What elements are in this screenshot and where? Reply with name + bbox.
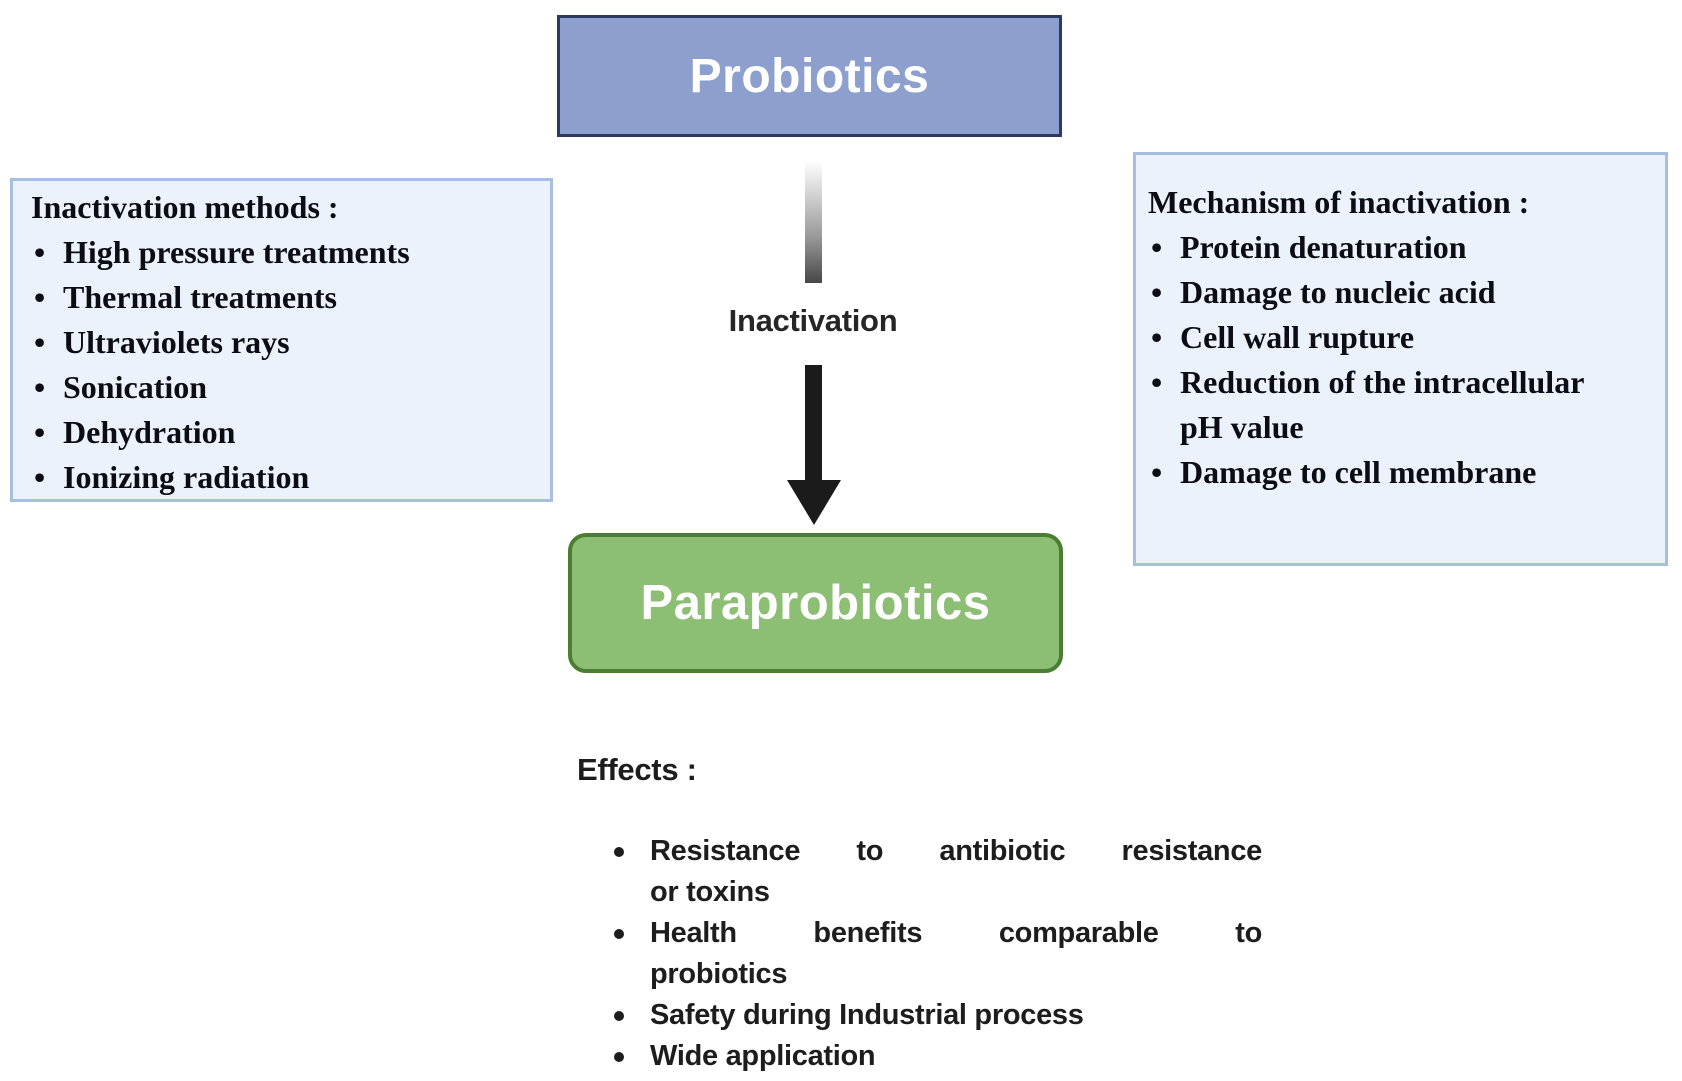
item-label: or toxins [650, 876, 770, 908]
item-label: Ionizing radiation [63, 459, 310, 495]
bullet-icon: • [1151, 454, 1163, 490]
list-item: Resistance to antibiotic resistance or t… [612, 831, 1262, 913]
list-item: • Ultraviolets rays [31, 320, 542, 365]
list-item: • Dehydration [31, 410, 542, 455]
bullet-icon: • [1151, 319, 1163, 355]
inactivation-label: Inactivation [728, 303, 898, 338]
item-label: Safety during Industrial process [650, 999, 1084, 1031]
bullet-icon [612, 831, 650, 913]
item-label: Wide application [650, 1040, 876, 1072]
item-label: Ultraviolets rays [63, 324, 290, 360]
effects-title: Effects : [577, 752, 697, 787]
item-label: Sonication [63, 369, 208, 405]
bullet-icon: • [34, 459, 46, 495]
paraprobiotics-label: Paraprobiotics [640, 576, 991, 630]
list-item: • Damage to cell membrane [1148, 450, 1657, 495]
item-label: Damage to nucleic acid [1180, 274, 1496, 310]
bullet-icon [612, 995, 650, 1036]
mechanism-panel: Mechanism of inactivation : • Protein de… [1133, 152, 1668, 566]
bullet-icon [612, 913, 650, 995]
item-label: Reduction of the intracellular [1180, 364, 1585, 400]
item-label: pH value [1180, 409, 1304, 445]
inactivation-methods-panel: Inactivation methods : • High pressure t… [10, 178, 553, 502]
bullet-icon: • [1151, 274, 1163, 310]
list-item: • Protein denaturation [1148, 225, 1657, 270]
list-item: • Thermal treatments [31, 275, 542, 320]
probiotics-box: Probiotics [557, 15, 1062, 137]
list-item: • High pressure treatments [31, 230, 542, 275]
list-item: • Ionizing radiation [31, 455, 542, 500]
bullet-icon: • [1151, 364, 1163, 400]
bullet-icon: • [1151, 229, 1163, 265]
list-item: • Reduction of the intracellular pH valu… [1148, 360, 1657, 450]
panel-title: Mechanism of inactivation : [1148, 184, 1530, 220]
item-label: probiotics [650, 958, 788, 990]
bullet-icon [612, 1036, 650, 1077]
item-label: Damage to cell membrane [1180, 454, 1537, 490]
bullet-icon: • [34, 414, 46, 450]
list-item: Health benefits comparable to probiotics [612, 913, 1262, 995]
list-item: • Damage to nucleic acid [1148, 270, 1657, 315]
bullet-icon: • [34, 279, 46, 315]
arrow-down-icon [787, 480, 841, 525]
panel-title: Inactivation methods : [31, 189, 339, 225]
bullet-icon: • [34, 324, 46, 360]
item-label: Cell wall rupture [1180, 319, 1415, 355]
arrow-shaft [805, 365, 822, 482]
item-label: Thermal treatments [63, 279, 337, 315]
effects-list: Resistance to antibiotic resistance or t… [612, 831, 1262, 1077]
item-label: Protein denaturation [1180, 229, 1467, 265]
paraprobiotics-box: Paraprobiotics [568, 533, 1063, 673]
item-label: Resistance to antibiotic resistance [650, 835, 1262, 867]
list-item: Safety during Industrial process [612, 995, 1262, 1036]
bullet-icon: • [34, 234, 46, 270]
bullet-icon: • [34, 369, 46, 405]
item-label: Dehydration [63, 414, 236, 450]
item-label: Health benefits comparable to [650, 917, 1262, 949]
list-item: Wide application [612, 1036, 1262, 1077]
arrow-fade-segment [805, 160, 822, 283]
list-item: • Cell wall rupture [1148, 315, 1657, 360]
probiotics-label: Probiotics [689, 49, 930, 103]
list-item: • Sonication [31, 365, 542, 410]
item-label: High pressure treatments [63, 234, 410, 270]
